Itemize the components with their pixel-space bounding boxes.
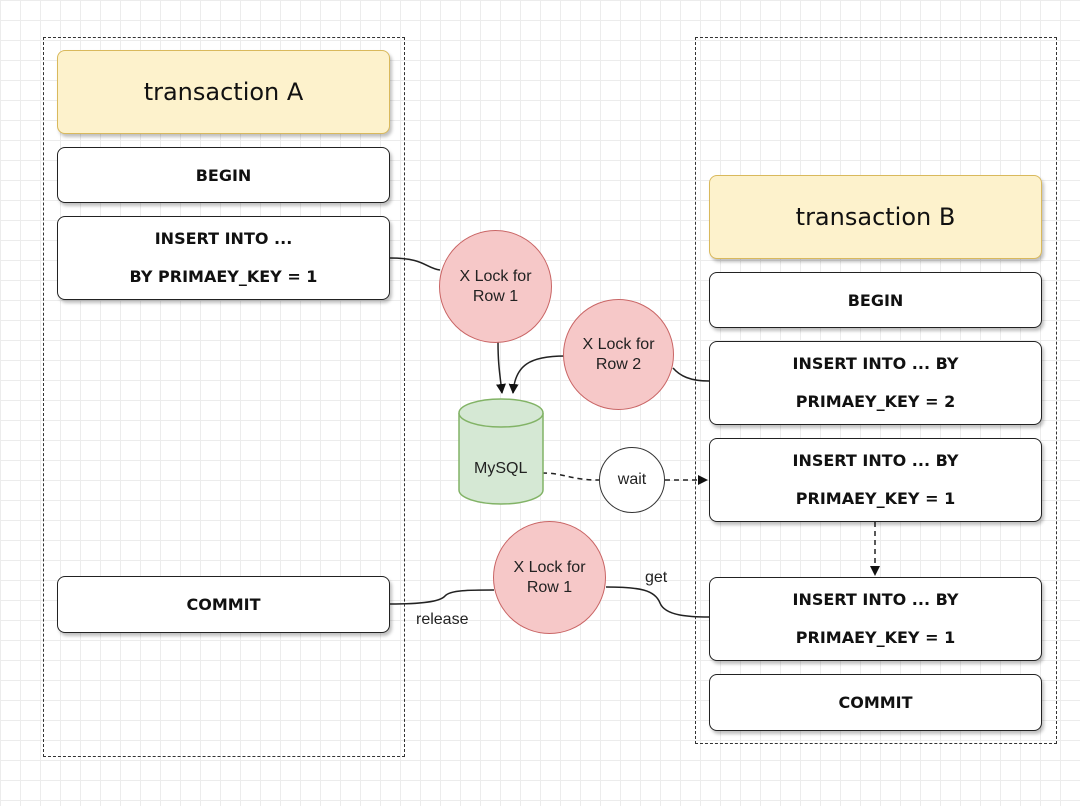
transaction-a-insert: INSERT INTO ... BY PRIMAEY_KEY = 1 <box>57 216 390 300</box>
wait-label: wait <box>617 471 647 488</box>
lock-label-line-1: X Lock for <box>513 558 586 576</box>
transaction-a-begin: BEGIN <box>57 147 390 203</box>
transaction-b-commit: COMMIT <box>709 674 1042 731</box>
transaction-b-title-text: transaction B <box>795 203 956 231</box>
insert-line-1: INSERT INTO ... BY <box>792 354 959 373</box>
connector-commit-to-lock <box>389 589 495 605</box>
transaction-a-lane <box>43 37 405 757</box>
transaction-b-lane <box>695 37 1057 744</box>
insert-line-1: INSERT INTO ... BY <box>792 451 959 470</box>
connector-lock-to-insert-get <box>605 586 710 618</box>
transaction-b-insert-row1-waiting: INSERT INTO ... BY PRIMAEY_KEY = 1 <box>709 438 1042 522</box>
mysql-database-icon <box>458 398 544 505</box>
lock-label-line-1: X Lock for <box>459 267 532 285</box>
transaction-a-title-text: transaction A <box>143 78 304 106</box>
transaction-b-title: transaction B <box>709 175 1042 259</box>
mysql-label: MySQL <box>474 460 528 477</box>
insert-line-1: INSERT INTO ... <box>154 229 293 248</box>
get-label: get <box>645 569 668 586</box>
arrow-lock-row2-to-mysql <box>508 355 566 394</box>
begin-label: BEGIN <box>195 165 252 185</box>
commit-label: COMMIT <box>186 595 261 614</box>
connector-mysql-to-wait <box>541 472 600 481</box>
lock-row1-bottom: X Lock for Row 1 <box>493 521 606 634</box>
transaction-b-begin: BEGIN <box>709 272 1042 328</box>
insert-line-2: PRIMAEY_KEY = 2 <box>795 392 956 411</box>
transaction-a-title: transaction A <box>57 50 390 134</box>
begin-label: BEGIN <box>847 290 904 310</box>
release-label: release <box>416 611 469 628</box>
connector-insert-a-to-lock <box>389 257 441 271</box>
wait-node: wait <box>599 447 665 513</box>
lock-label-line-2: Row 1 <box>472 287 519 305</box>
arrow-lock-row1-to-mysql <box>496 341 506 394</box>
lock-label-line-2: Row 1 <box>526 578 573 596</box>
lock-label-line-2: Row 2 <box>595 355 642 373</box>
lock-row1-top: X Lock for Row 1 <box>439 230 552 343</box>
transaction-b-insert-row2: INSERT INTO ... BY PRIMAEY_KEY = 2 <box>709 341 1042 425</box>
insert-line-2: PRIMAEY_KEY = 1 <box>795 489 956 508</box>
commit-label: COMMIT <box>838 693 913 712</box>
lock-label-line-1: X Lock for <box>582 335 655 353</box>
insert-line-1: INSERT INTO ... BY <box>792 590 959 609</box>
lock-row2: X Lock for Row 2 <box>563 299 674 410</box>
transaction-a-commit: COMMIT <box>57 576 390 633</box>
transaction-b-insert-row1-granted: INSERT INTO ... BY PRIMAEY_KEY = 1 <box>709 577 1042 661</box>
insert-line-2: BY PRIMAEY_KEY = 1 <box>129 267 318 286</box>
connector-insert-b-to-lock-row2 <box>672 367 710 382</box>
insert-line-2: PRIMAEY_KEY = 1 <box>795 628 956 647</box>
